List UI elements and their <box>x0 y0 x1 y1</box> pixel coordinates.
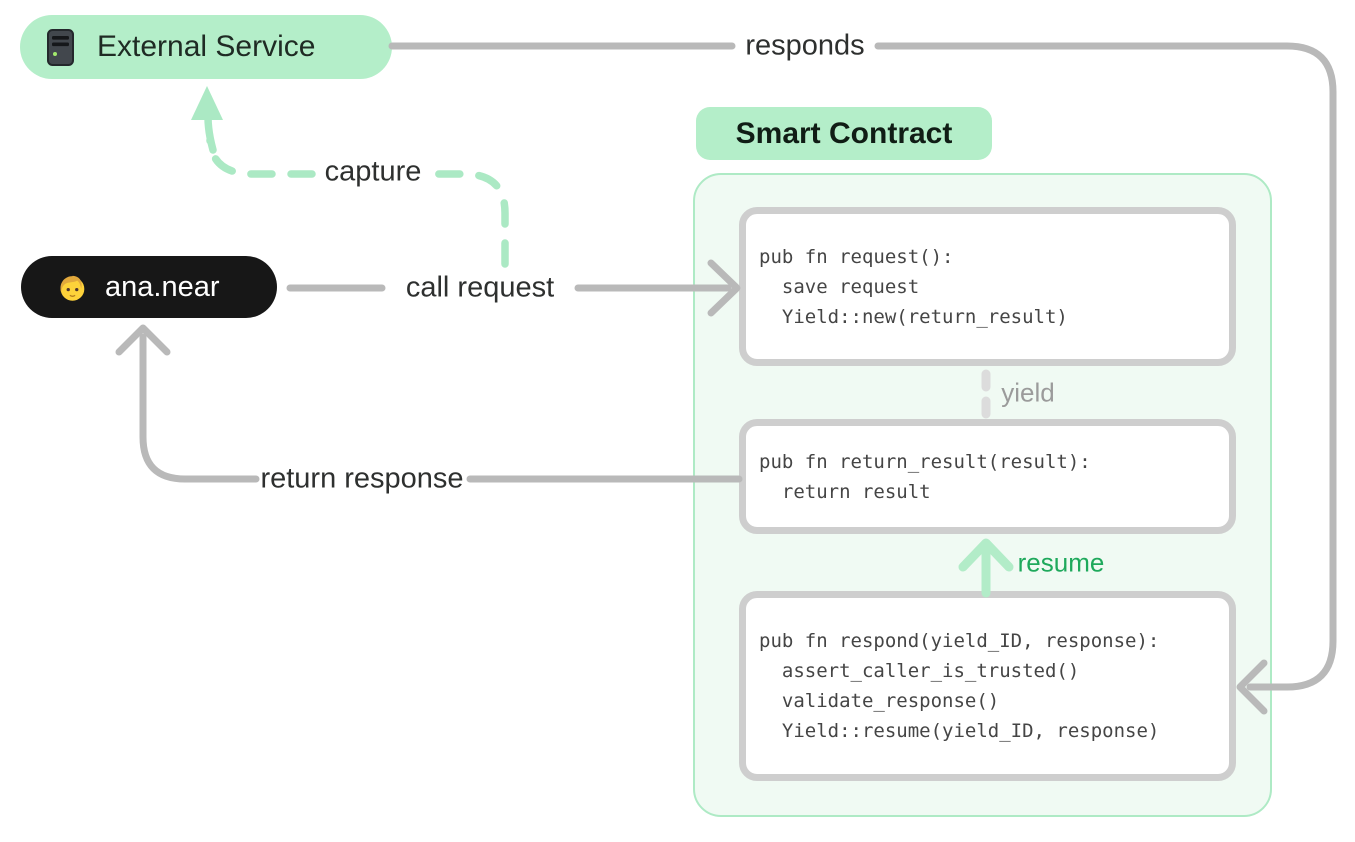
external-service-label: External Service <box>97 30 316 63</box>
server-icon <box>47 28 74 66</box>
yield-edge-label: yield <box>1001 377 1055 408</box>
resume-edge-label: resume <box>1017 547 1105 578</box>
external-service-pill: External Service <box>20 15 392 79</box>
user-label: ana.near <box>105 270 220 303</box>
return-response-arrowhead-icon <box>115 324 171 356</box>
smart-contract-title: Smart Contract <box>735 116 953 150</box>
user-pill: ana.near <box>21 256 277 318</box>
code-line: Yield::resume(yield_ID, response) <box>759 720 1160 742</box>
return-response-edge-label: return response <box>260 462 464 495</box>
respond-function-box: pub fn respond(yield_ID, response): asse… <box>739 591 1236 781</box>
code-line: assert_caller_is_trusted() <box>759 660 1080 682</box>
capture-edge-label: capture <box>324 155 422 188</box>
code-line: return result <box>759 480 931 503</box>
code-line: pub fn request(): <box>759 245 954 268</box>
call-request-edge-label: call request <box>405 271 555 304</box>
capture-arrowhead-icon <box>191 86 223 120</box>
return-result-function-box: pub fn return_result(result): return res… <box>739 419 1236 534</box>
request-function-box: pub fn request(): save request Yield::ne… <box>739 207 1236 366</box>
code-line: pub fn return_result(result): <box>759 450 1091 473</box>
return-response-edge-line <box>115 324 743 483</box>
code-line: Yield::new(return_result) <box>759 305 1068 328</box>
code-line: pub fn respond(yield_ID, response): <box>759 630 1160 652</box>
code-line: save request <box>759 275 920 298</box>
person-icon <box>57 272 88 303</box>
smart-contract-badge: Smart Contract <box>696 107 992 160</box>
code-line: validate_response() <box>759 690 1000 712</box>
responds-edge-label: responds <box>745 29 865 62</box>
